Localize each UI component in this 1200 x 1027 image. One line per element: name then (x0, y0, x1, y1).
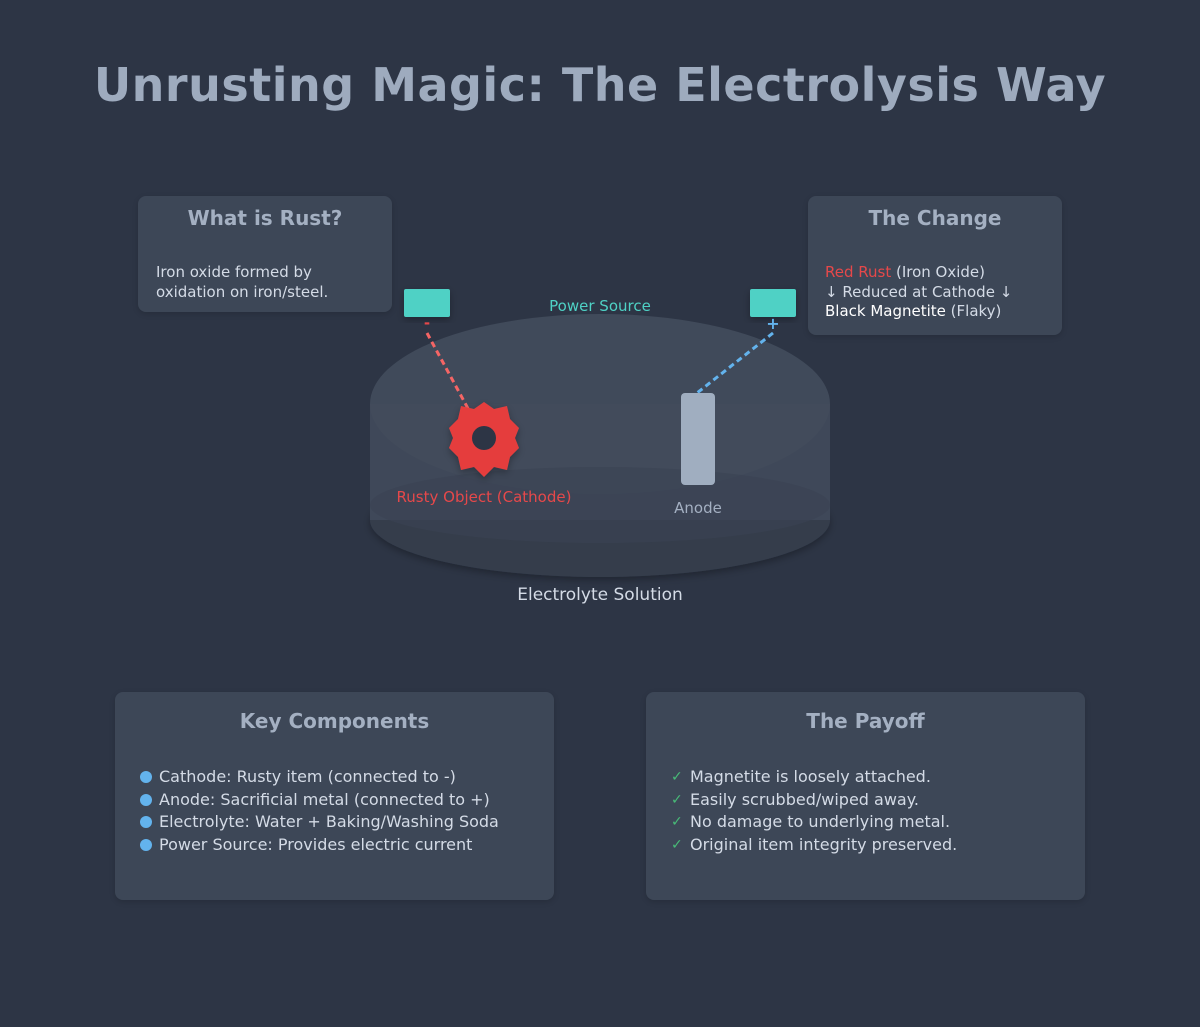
rusty-object-icon (449, 402, 519, 477)
positive-terminal (750, 289, 796, 317)
what-is-rust-title: What is Rust? (187, 206, 343, 230)
red-rust-line: Red Rust (Iron Oxide) (825, 263, 1062, 283)
list-item: Anode: Sacrificial metal (connected to +… (140, 789, 554, 812)
anode-label: Anode (674, 499, 722, 517)
negative-sign: - (424, 314, 430, 332)
bullet-dot-icon (140, 816, 152, 829)
check-icon: ✓ (671, 769, 683, 785)
list-item: ✓Magnetite is loosely attached. (671, 766, 1085, 789)
bullet-dot-icon (140, 838, 152, 851)
cathode-label: Rusty Object (Cathode) (397, 488, 572, 506)
the-change-card: The Change Red Rust (Iron Oxide) ↓ Reduc… (808, 196, 1062, 335)
check-icon: ✓ (671, 814, 683, 830)
list-item: Electrolyte: Water + Baking/Washing Soda (140, 811, 554, 834)
list-item: Power Source: Provides electric current (140, 834, 554, 857)
bullet-dot-icon (140, 771, 152, 784)
magnetite-note: (Flaky) (945, 302, 1002, 320)
the-change-title: The Change (868, 206, 1002, 230)
magnetite-line: Black Magnetite (Flaky) (825, 302, 1062, 322)
anode-wire (696, 331, 774, 395)
check-icon: ✓ (671, 791, 683, 808)
list-item: ✓Easily scrubbed/wiped away. (671, 789, 1085, 812)
positive-sign: + (766, 314, 779, 333)
list-item: ✓Original item integrity preserved. (671, 834, 1085, 857)
list-item: Cathode: Rusty item (connected to -) (140, 766, 554, 789)
key-components-card: Key Components Cathode: Rusty item (conn… (115, 692, 554, 900)
the-payoff-card: The Payoff ✓Magnetite is loosely attache… (646, 692, 1085, 900)
key-components-title: Key Components (239, 709, 430, 733)
negative-terminal (404, 289, 450, 317)
what-is-rust-body: Iron oxide formed by oxidation on iron/s… (156, 263, 329, 301)
red-rust-text: Red Rust (825, 263, 892, 281)
list-item: ✓No damage to underlying metal. (671, 811, 1085, 834)
reduced-line: ↓ Reduced at Cathode ↓ (825, 282, 1013, 301)
magnetite-text: Black Magnetite (825, 302, 946, 320)
bullet-dot-icon (140, 793, 152, 806)
the-payoff-title: The Payoff (806, 709, 925, 733)
electrolyte-label: Electrolyte Solution (517, 585, 683, 605)
check-icon: ✓ (671, 836, 683, 853)
what-is-rust-card: What is Rust? Iron oxide formed by oxida… (138, 196, 392, 312)
power-source-label: Power Source (549, 297, 651, 315)
red-rust-note: (Iron Oxide) (891, 263, 986, 281)
anode-bar (681, 393, 715, 485)
electrolyte-tank (370, 314, 830, 577)
page-title: Unrusting Magic: The Electrolysis Way (93, 58, 1107, 112)
